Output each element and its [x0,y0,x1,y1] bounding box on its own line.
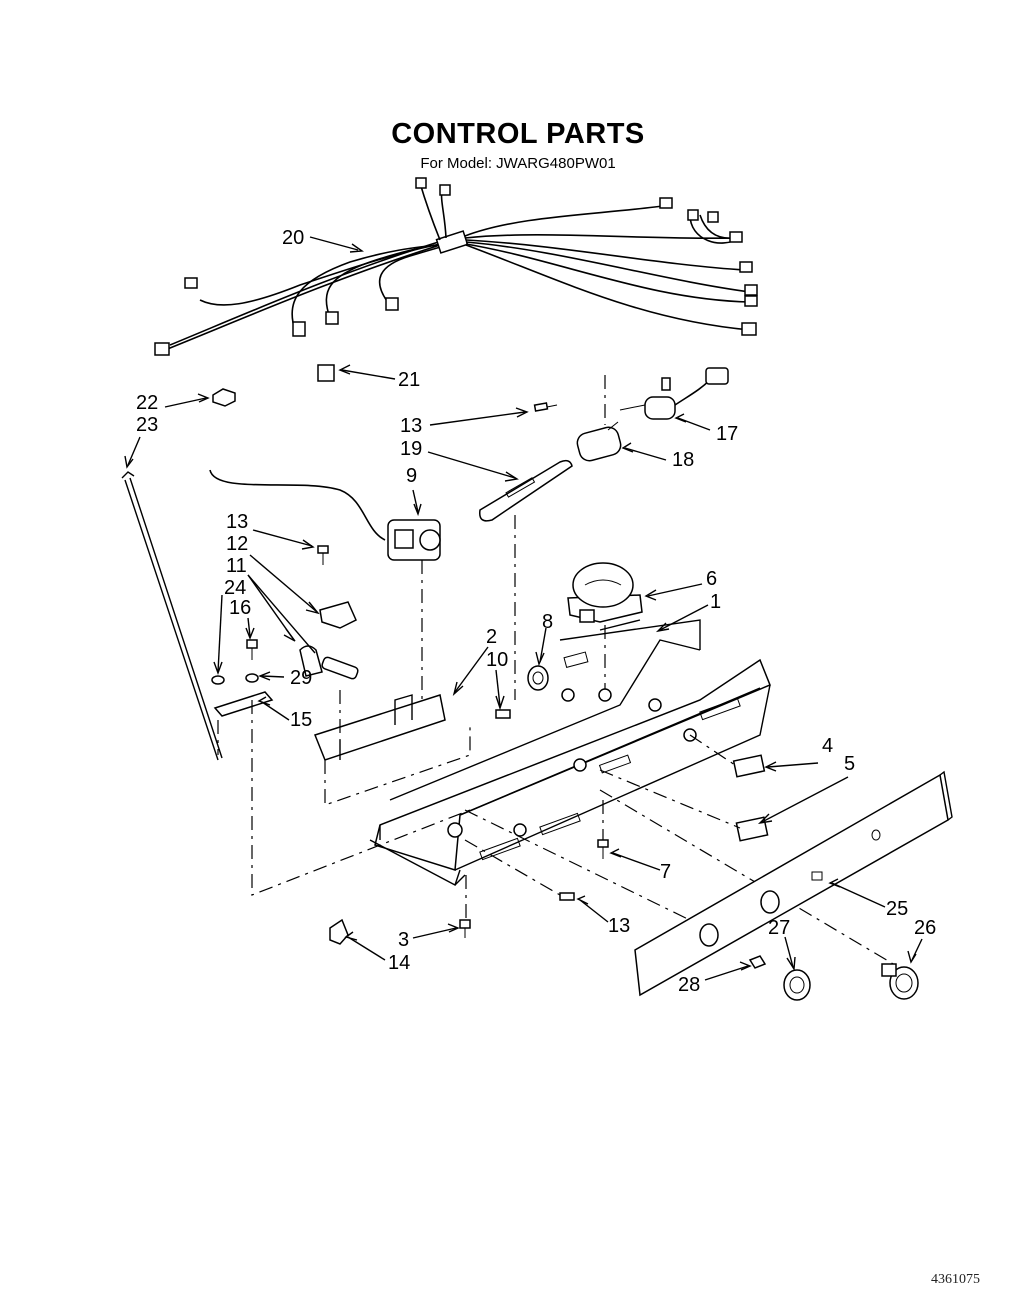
callout-labels: 20 21 22 23 13 17 19 18 9 13 12 11 24 16… [136,227,936,996]
callout-15: 15 [290,709,312,731]
callout-8: 8 [542,611,553,633]
control-panel-25 [634,770,953,997]
control-housing-1 [369,619,771,887]
bracket-2 [314,694,446,761]
screw-13-top [533,402,558,412]
callout-1: 1 [710,591,721,613]
screw-13-low [559,892,575,901]
callout-2: 2 [486,626,497,648]
callout-22: 22 [136,392,158,414]
knob-27 [783,969,811,1001]
callout-20: 20 [282,227,304,249]
callout-13-mid: 13 [226,511,248,533]
callout-13-top: 13 [400,415,422,437]
model-subtitle: For Model: JWARG480PW01 [420,155,616,172]
connector-17 [619,367,729,420]
clip-22 [212,388,236,407]
bracket-12 [319,601,357,629]
callout-23: 23 [136,414,158,436]
callout-17: 17 [716,423,738,445]
callout-26: 26 [914,917,936,939]
callout-10: 10 [486,649,508,671]
screw-10 [495,709,511,719]
washer-24 [211,675,225,685]
leader-lines [124,236,923,981]
screw-3 [459,919,471,938]
callout-5: 5 [844,753,855,775]
callout-3: 3 [398,929,409,951]
callout-25: 25 [886,898,908,920]
callout-9: 9 [406,465,417,487]
clip-21 [317,364,335,382]
callout-6: 6 [706,568,717,590]
callout-27: 27 [768,917,790,939]
control-rod-23 [121,471,223,761]
grommet-8 [527,665,549,691]
callout-18: 18 [672,449,694,471]
screw-16 [246,639,258,660]
defrost-timer-6 [567,562,643,623]
switch-4 [732,754,766,778]
wire-harness [154,177,758,356]
callout-24: 24 [224,577,246,599]
clip-28 [748,955,767,969]
lever-15 [213,673,274,717]
screw-7 [597,839,609,859]
callout-28: 28 [678,974,700,996]
callout-11: 11 [226,555,247,577]
clip-14 [329,918,349,945]
callout-21: 21 [398,369,420,391]
callout-14: 14 [388,952,410,974]
callout-7: 7 [660,861,671,883]
cold-control-9 [209,469,441,561]
knob-shaft-11 [299,645,359,680]
callout-16: 16 [229,597,251,619]
callout-4: 4 [822,735,833,757]
knob-26 [881,963,919,1000]
thermistor-18 [576,421,622,462]
diagram-title: CONTROL PARTS [391,118,645,150]
callout-19: 19 [400,438,422,460]
screw-13-mid [317,545,329,565]
document-number: 4361075 [931,1272,980,1287]
callout-12: 12 [226,533,248,555]
bracket-19 [479,459,573,522]
callout-29: 29 [290,667,312,689]
callout-13-low: 13 [608,915,630,937]
